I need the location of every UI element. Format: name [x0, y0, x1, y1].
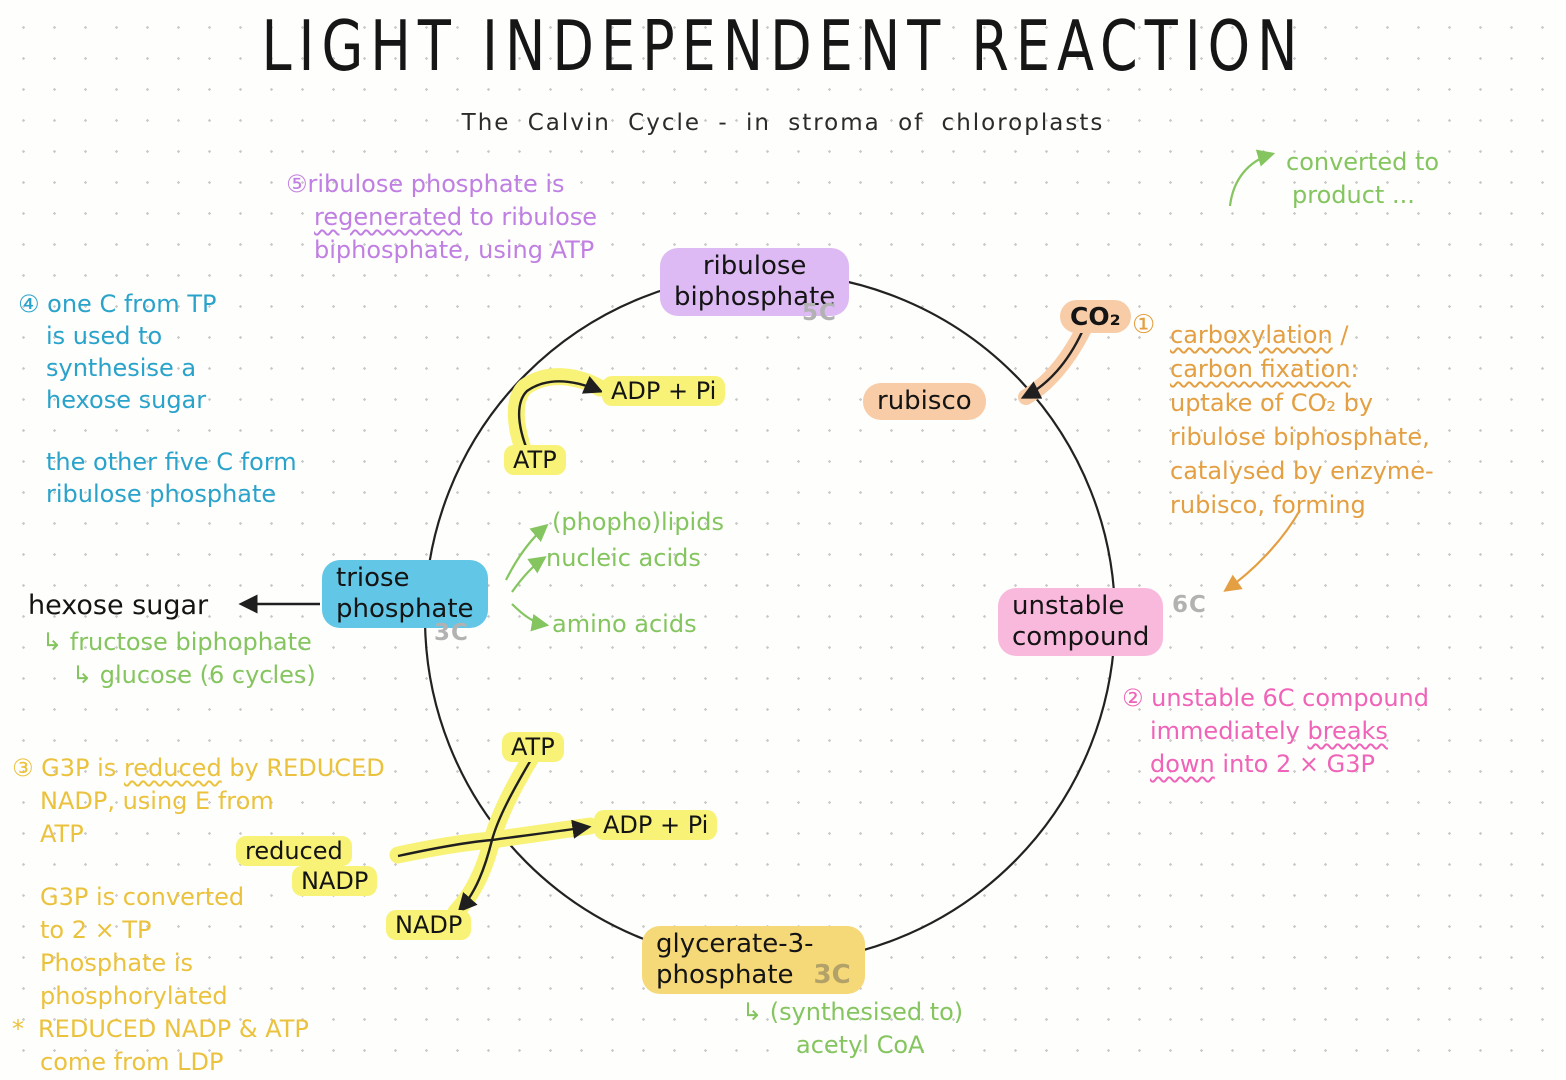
- step5-line1: ⑤ribulose phosphate is: [286, 170, 565, 198]
- label-hexose-sugar: hexose sugar: [28, 590, 209, 621]
- step2-line3: down into 2 × G3P: [1150, 750, 1375, 778]
- label-adp-pi-bottom: ADP + Pi: [594, 810, 718, 840]
- node-ribulose-biphosphate: ribulose biphosphate: [660, 248, 850, 316]
- step3-p3-line2: phosphorylated: [40, 982, 228, 1010]
- step4-p2-line1: the other five C form: [46, 448, 297, 476]
- note-step2: ② unstable 6C compound immediately break…: [1122, 682, 1429, 781]
- node-co2: CO₂: [1060, 300, 1131, 333]
- note-glycerate-sub: ↳ (synthesised to) acetyl CoA: [742, 996, 963, 1062]
- step3-line1: ③ G3P is reduced by REDUCED: [12, 754, 385, 782]
- step1-line4: ribulose biphosphate,: [1170, 423, 1430, 451]
- node-triose-phosphate: triose phosphate: [322, 560, 488, 628]
- step1-line6: rubisco, forming: [1170, 491, 1366, 519]
- triose-carbon-count: 3C: [434, 620, 469, 646]
- step3-line3: ATP: [40, 820, 84, 848]
- unstable-line2: compound: [1012, 622, 1150, 652]
- label-phopholipids: (phopho)lipids: [552, 508, 724, 536]
- label-atp-top: ATP: [504, 445, 566, 475]
- note-step5: ⑤ribulose phosphate is regenerated to ri…: [286, 168, 597, 267]
- step1-number: ①: [1132, 310, 1156, 340]
- ribulose-line2: biphosphate: [674, 282, 836, 312]
- triose-line1: triose: [336, 563, 410, 593]
- step5-line2: regenerated to ribulose: [314, 203, 598, 231]
- hexose-sub-line2: ↳ glucose (6 cycles): [72, 661, 316, 689]
- step4-line4: hexose sugar: [46, 386, 207, 414]
- node-rubisco: rubisco: [863, 383, 986, 420]
- step4-number: ④: [18, 290, 40, 318]
- co2-to-cycle-arrow: [1020, 331, 1084, 399]
- ribulose-carbon-count: 5C: [802, 300, 837, 326]
- asterisk: *: [12, 1015, 24, 1043]
- note-hexose-sub: ↳ fructose biphophate ↳ glucose (6 cycle…: [42, 626, 316, 692]
- label-nadp-out: NADP: [386, 910, 472, 940]
- step4-line1: ④ one C from TP: [18, 290, 217, 318]
- note-step1: carboxylation / carbon fixation: uptake …: [1170, 318, 1434, 522]
- step4-line3: synthesise a: [46, 354, 197, 382]
- label-atp-bottom: ATP: [502, 732, 564, 762]
- step5-line3: biphosphate, using ATP: [314, 236, 595, 264]
- step3-p4-line1: *REDUCED NADP & ATP: [12, 1013, 385, 1046]
- atp-to-adp-top-arrow: [517, 376, 604, 460]
- step4-line2: is used to: [46, 322, 163, 350]
- step3-gap: [12, 851, 385, 881]
- unstable-line1: unstable: [1012, 591, 1125, 621]
- step1-line2: carbon fixation:: [1170, 355, 1359, 383]
- label-amino-acids: amino acids: [552, 610, 697, 638]
- step3-line2: NADP, using E from: [40, 787, 274, 815]
- label-adp-pi-top: ADP + Pi: [602, 376, 726, 406]
- converted-line2: product ...: [1292, 181, 1415, 209]
- step3-p4-line2: come from LDP: [40, 1048, 224, 1076]
- triose-line2: phosphate: [336, 594, 474, 624]
- note-step4: ④ one C from TP is used to synthesise a …: [18, 288, 297, 510]
- step1-line5: catalysed by enzyme-: [1170, 457, 1434, 485]
- step1-line1: carboxylation /: [1170, 321, 1349, 349]
- converted-to-product-arrow: [1228, 149, 1276, 207]
- label-nucleic-acids: nucleic acids: [546, 544, 701, 572]
- page-title: LIGHT INDEPENDENT REACTION: [261, 6, 1305, 87]
- lipids-arrow: [505, 523, 549, 581]
- converted-line1: converted to: [1286, 148, 1440, 176]
- ribulose-line1: ribulose: [702, 251, 807, 281]
- nadp-to-adp-bottom-arrow: [397, 819, 592, 858]
- note-converted-to-product: converted to product ...: [1286, 146, 1439, 212]
- label-reduced-nadp-line1: reduced: [236, 836, 352, 866]
- glycerate-carbon-count: 3C: [813, 960, 851, 990]
- forming-to-unstable-arrow: [1223, 509, 1301, 592]
- label-reduced-nadp-line2: NADP: [292, 866, 378, 896]
- step4-p2-line2: ribulose phosphate: [46, 480, 277, 508]
- step2-line1: ② unstable 6C compound: [1122, 684, 1429, 712]
- glycerate-sub-line1: ↳ (synthesised to): [742, 998, 964, 1026]
- glycerate-sub-line2: acetyl CoA: [796, 1031, 925, 1059]
- nucleic-acids-arrow: [511, 556, 547, 593]
- glycerate-line1: glycerate-3-: [656, 929, 814, 959]
- atp-top-highlighter: [507, 368, 609, 471]
- unstable-carbon-count: 6C: [1172, 592, 1207, 618]
- hexose-sub-line1: ↳ fructose biphophate: [42, 628, 312, 656]
- step3-p2-line1: G3P is converted: [40, 883, 245, 911]
- note-step3: ③ G3P is reduced by REDUCED NADP, using …: [12, 752, 385, 1079]
- step3-number: ③: [12, 754, 34, 782]
- step5-number: ⑤: [286, 170, 308, 198]
- step3-p3-line1: Phosphate is: [40, 949, 193, 977]
- step2-number: ②: [1122, 684, 1144, 712]
- step1-line3: uptake of CO₂ by: [1170, 389, 1374, 417]
- step3-p2-line2: to 2 × TP: [40, 916, 152, 944]
- node-unstable-compound: unstable compound: [998, 588, 1164, 656]
- page-subtitle: The Calvin Cycle - in stroma of chloropl…: [461, 110, 1105, 136]
- amino-acids-arrow: [511, 603, 550, 632]
- step4-gap: [18, 416, 297, 446]
- step2-line2: immediately breaks: [1150, 717, 1388, 745]
